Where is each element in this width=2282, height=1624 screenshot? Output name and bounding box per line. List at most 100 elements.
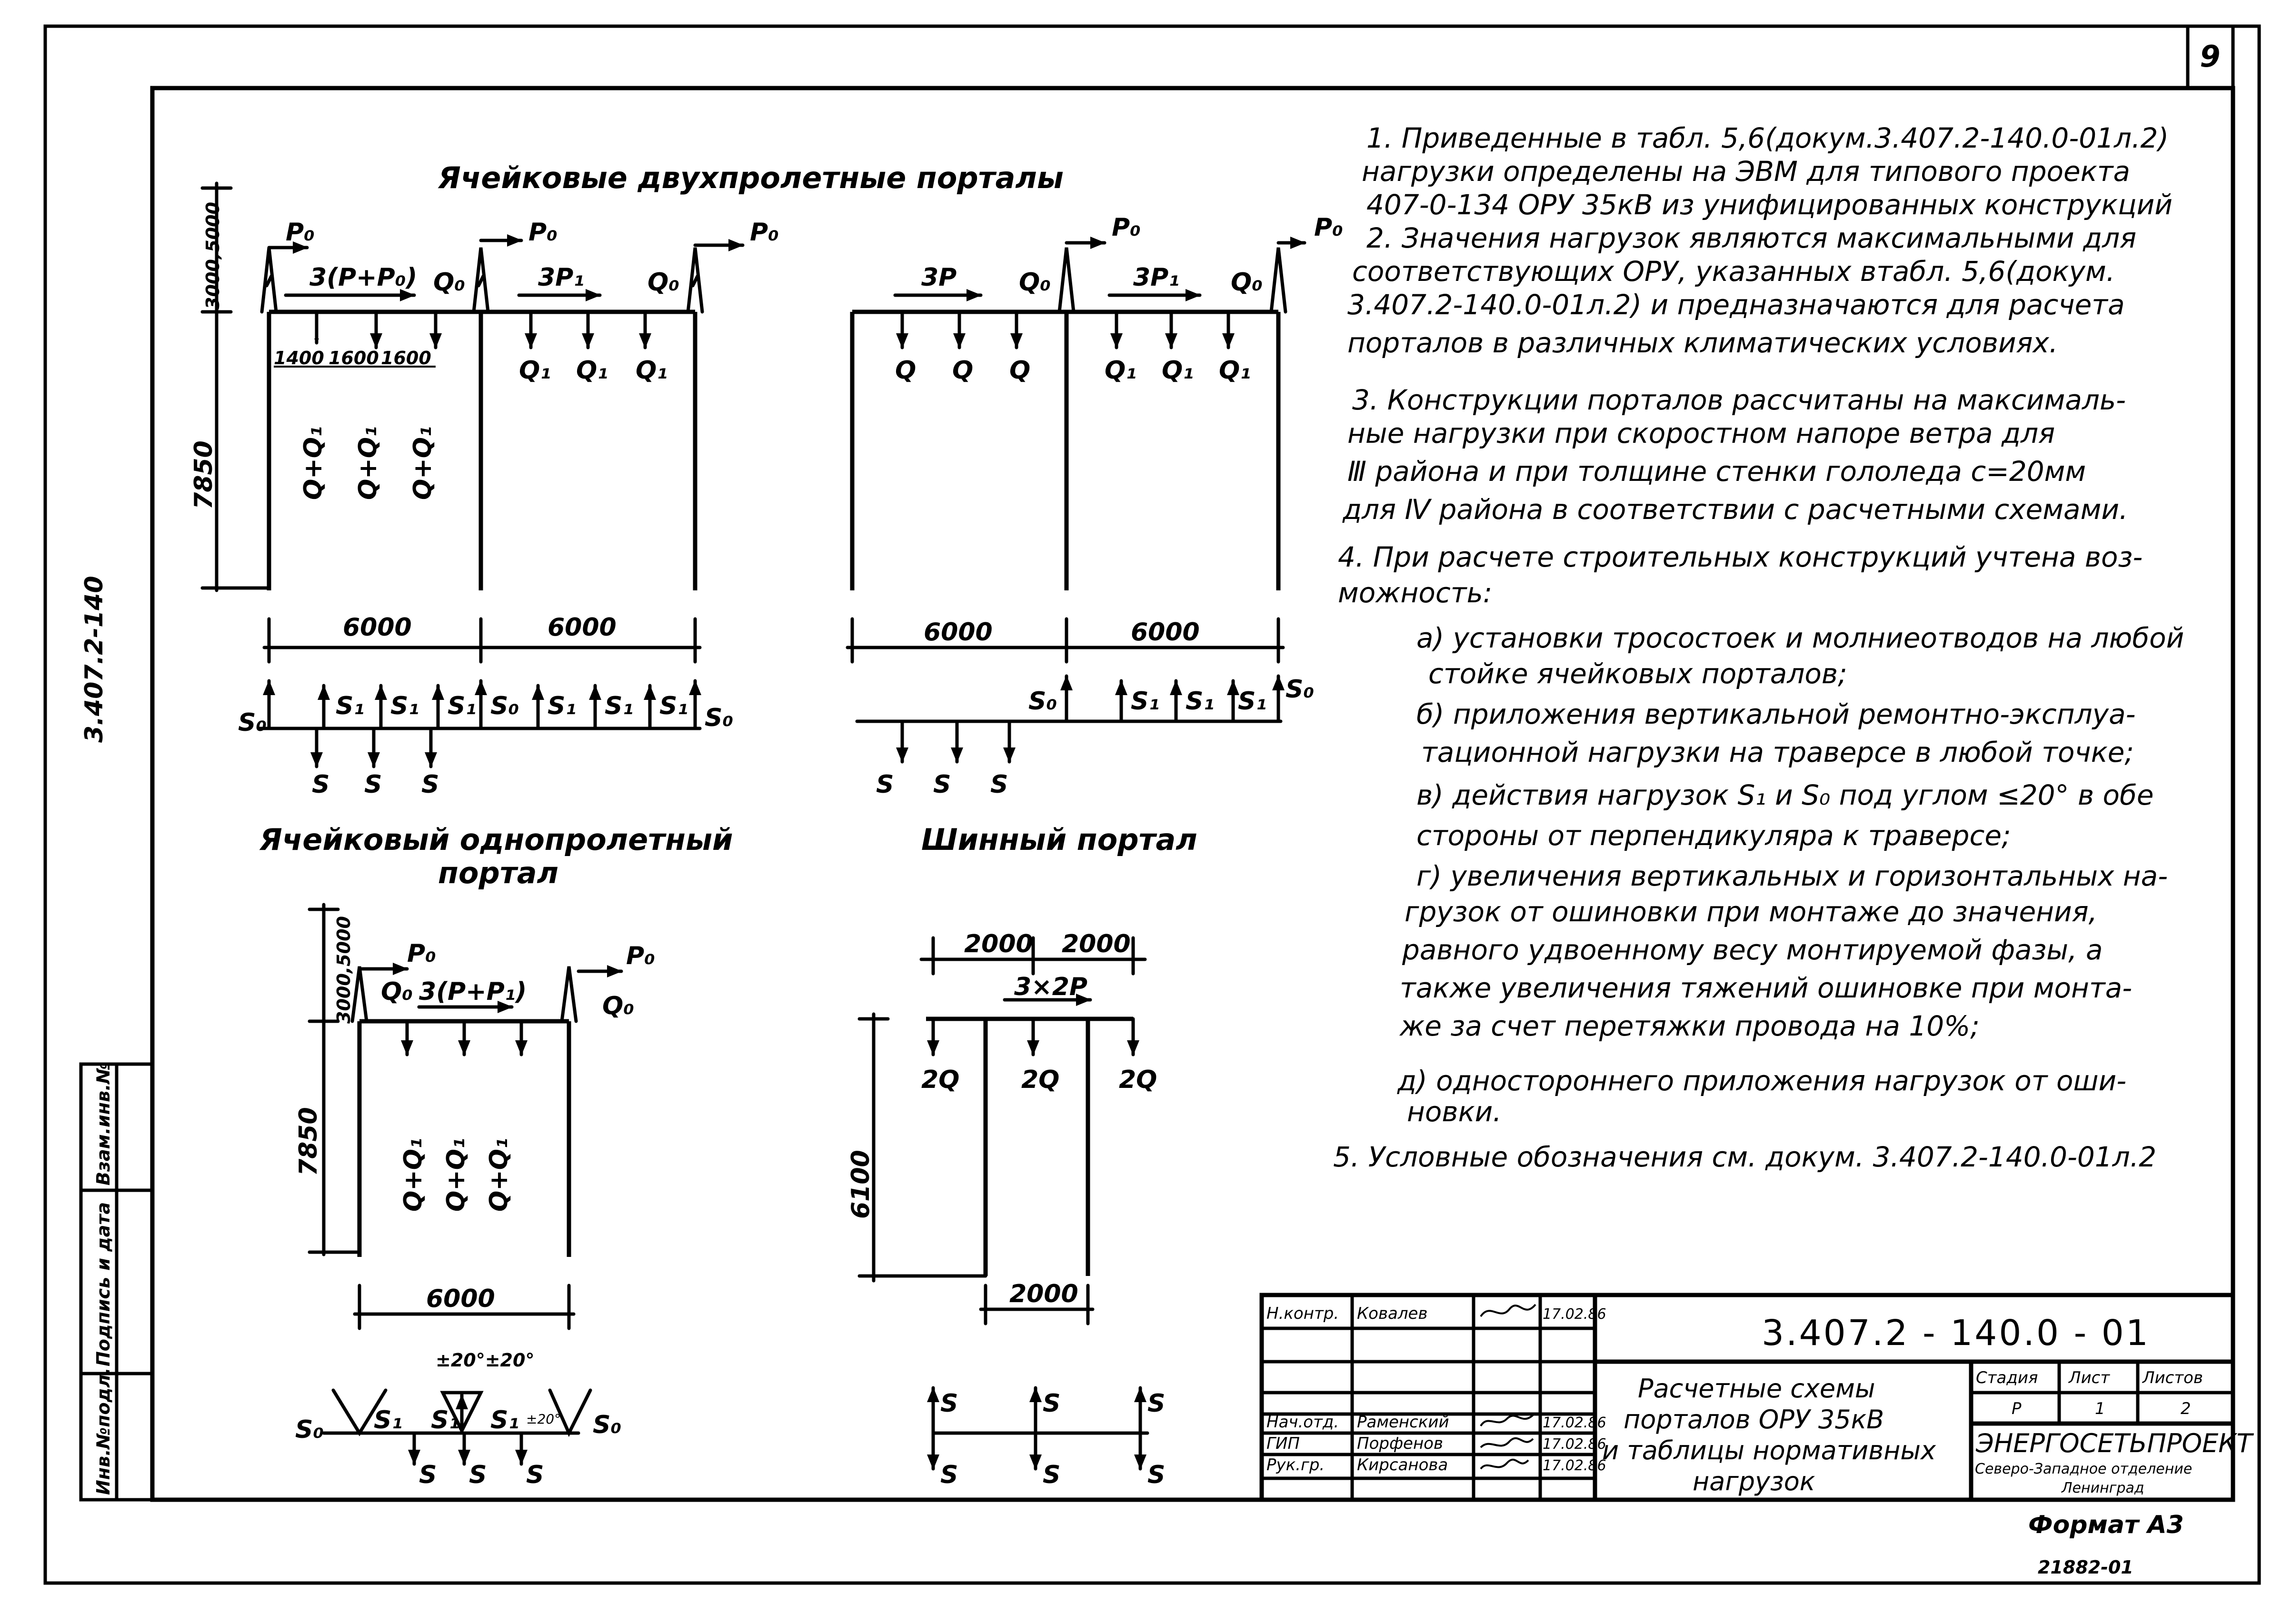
q-plus-q1-1: Q+Q₁ (299, 426, 328, 500)
q0-label-2: Q₀ (648, 268, 679, 297)
s1-b: S₁ (390, 692, 419, 720)
desc-line-3: и таблицы нормативных (1602, 1435, 1936, 1465)
doc-code: 3.407.2 - 140.0 - 01 (1762, 1313, 2150, 1354)
note-line: а) установки тросостоек и молниеотводов … (1416, 622, 2184, 654)
bus-s-5: S (1043, 1461, 1060, 1489)
sub-dim-1400: 1400 (274, 348, 324, 369)
q1-label-1: Q₁ (519, 356, 551, 385)
span-left: 6000 (343, 613, 412, 642)
s0-b-right: S₀ (1285, 675, 1314, 704)
two-span-portal-a: Ячейковые двухпролетные порталы 3000,500… (189, 160, 1064, 799)
one-span-dim-height: 7850 (294, 1107, 323, 1176)
q1-label-4: Q₁ (1105, 356, 1136, 385)
org-name: ЭНЕРГОСЕТЬПРОЕКТ (1975, 1428, 2254, 1458)
bus-dim-height: 6100 (847, 1150, 875, 1219)
s-b: S (364, 770, 382, 799)
p0-label-2: P₀ (528, 218, 558, 247)
q-plus-q1-2: Q+Q₁ (354, 426, 382, 500)
bus-s-1: S (940, 1389, 958, 1418)
two-span-title: Ячейковые двухпролетные порталы (438, 160, 1064, 195)
note-line: новки. (1407, 1096, 1502, 1128)
sub-dim-1600b: 1600 (381, 348, 431, 369)
role-gip: ГИП (1266, 1434, 1300, 1453)
note-line: 3. Конструкции порталов рассчитаны на ма… (1352, 384, 2126, 416)
two-span-dim-height: 7850 (189, 440, 218, 509)
note-line: Ⅲ района и при толщине стенки гололеда с… (1347, 455, 2086, 488)
p0-label-1: P₀ (286, 218, 315, 247)
q0-label-4: Q₀ (1231, 268, 1263, 297)
one-span-dim-top: 3000,5000 (333, 916, 354, 1024)
note-line: порталов в различных климатических услов… (1347, 327, 2058, 359)
desc-line-1: Расчетные схемы (1638, 1374, 1875, 1404)
role-rukgr: Рук.гр. (1266, 1455, 1325, 1475)
note-line: б) приложения вертикальной ремонтно-эксп… (1416, 698, 2136, 730)
name-nachotd: Раменский (1357, 1413, 1449, 1432)
s1-a: S₁ (336, 692, 364, 720)
q0-label-3: Q₀ (1019, 268, 1051, 297)
angle-small: ±20° (526, 1411, 561, 1427)
desc-line-4: нагрузок (1693, 1466, 1815, 1496)
note-line: г) увеличения вертикальных и горизонталь… (1416, 860, 2168, 892)
sheets-value: 2 (2181, 1399, 2191, 1418)
two-span-portal-b: P₀ P₀ 3P Q₀ 3P₁ Q₀ Q Q Q Q₁ Q₁ Q₁ 6000 6… (846, 213, 1343, 799)
stamp-label-sign: Подпись и дата (93, 1202, 114, 1366)
sheet-value: 1 (2095, 1399, 2105, 1418)
one-span-title-2: портал (438, 856, 558, 890)
note-line: 2. Значения нагрузок являются максимальн… (1366, 222, 2136, 254)
note-line: 3.407.2-140.0-01л.2) и предназначаются д… (1347, 289, 2125, 321)
span-left-b: 6000 (924, 618, 993, 647)
note-line: для Ⅳ района в соответствии с расчетными… (1342, 493, 2128, 526)
bus-s-3: S (1147, 1389, 1165, 1418)
s1-b-c: S₁ (1238, 687, 1266, 716)
q0-os-1: Q₀ (381, 977, 413, 1006)
note-line: также увеличения тяжений ошиновке при мо… (1400, 972, 2132, 1004)
one-span-portal: Ячейковый однопролетный портал 3000,5000… (259, 822, 733, 1489)
bus-2q-2: 2Q (1021, 1066, 1059, 1094)
date-gip: 17.02.86 (1543, 1436, 1606, 1453)
role-nachotd: Нач.отд. (1266, 1413, 1339, 1432)
s0-os-right: S₀ (593, 1411, 621, 1439)
left-stamp: Инв.№подл. Подпись и дата Взам.инв.№ (79, 1062, 154, 1502)
s0-left: S₀ (238, 708, 267, 737)
p0-os-1: P₀ (407, 939, 436, 968)
p0-label-4: P₀ (1112, 213, 1141, 242)
q1-label-6: Q₁ (1219, 356, 1251, 385)
signature-4 (1480, 1458, 1529, 1470)
s1-f: S₁ (659, 692, 688, 720)
org-branch: Северо-Западное отделение (1975, 1461, 2192, 1477)
p0-label-3: P₀ (750, 218, 779, 247)
bus-portal-title: Шинный портал (921, 822, 1197, 857)
stage-value: Р (2012, 1399, 2022, 1418)
bus-load-top: 3×2P (1014, 973, 1087, 1001)
note-line: 5. Условные обозначения см. докум. 3.407… (1333, 1141, 2156, 1173)
sheets-header: Листов (2142, 1368, 2203, 1387)
os-span: 6000 (426, 1285, 495, 1313)
name-nkontr: Ковалев (1357, 1304, 1428, 1323)
s1-os-a: S₁ (374, 1406, 402, 1435)
outer-frame (43, 24, 2261, 1585)
s1-b-a: S₁ (1131, 687, 1159, 716)
bus-s-6: S (1147, 1461, 1165, 1489)
note-line: можность: (1338, 577, 1492, 609)
s0-right: S₀ (705, 704, 733, 732)
bus-dim-top-right: 2000 (1062, 930, 1131, 958)
bus-s-4: S (940, 1461, 958, 1489)
note-line: соответствующих ОРУ, указанных втабл. 5,… (1352, 255, 2115, 288)
note-line: д) одностороннего приложения нагрузок от… (1397, 1065, 2126, 1097)
s-os-a: S (419, 1461, 437, 1489)
load-3p1-b: 3P₁ (1133, 263, 1179, 292)
s1-b-b: S₁ (1186, 687, 1214, 716)
note-line: ные нагрузки при скоростном напоре ветра… (1347, 417, 2055, 449)
desc-line-2: порталов ОРУ 35кВ (1624, 1405, 1884, 1435)
note-line: стойке ячейковых порталов; (1428, 658, 1847, 690)
os-q-plus-q1-1: Q+Q₁ (399, 1138, 428, 1212)
note-line: 407-0-134 ОРУ 35кВ из унифицированных ко… (1366, 189, 2172, 221)
note-line: же за счет перетяжки провода на 10%; (1399, 1010, 1980, 1042)
stage-header: Стадия (1976, 1368, 2038, 1387)
sub-dim-1600a: 1600 (329, 348, 379, 369)
s0-b-left: S₀ (1028, 687, 1057, 716)
os-q-plus-q1-3: Q+Q₁ (485, 1138, 513, 1212)
q-label-2: Q (952, 356, 973, 385)
side-code: 3.407.2-140 (80, 576, 109, 743)
note-line: в) действия нагрузок S₁ и S₀ под углом ≤… (1416, 779, 2154, 811)
